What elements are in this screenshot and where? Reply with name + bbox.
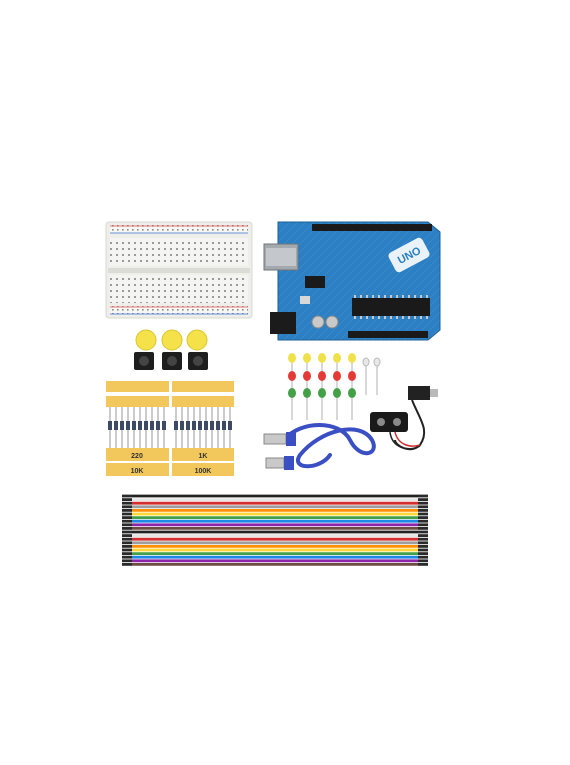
microcontroller-chip xyxy=(352,298,430,316)
jumper-wire-connector xyxy=(418,563,428,566)
jumper-wire-connector xyxy=(122,494,132,498)
jumper-wire-connector xyxy=(418,537,428,541)
jumper-wire-connector xyxy=(122,523,132,527)
jumper-wire-connector xyxy=(418,530,428,534)
arduino-uno-board: UNO xyxy=(263,221,441,341)
resistor-label-100k: 100K xyxy=(195,468,212,475)
jumper-wire-connector xyxy=(122,505,132,509)
jumper-wire-connector xyxy=(122,552,132,555)
jumper-wire-connector xyxy=(418,548,428,552)
jumper-wire-connector xyxy=(122,509,132,512)
jumper-wire-connector xyxy=(418,527,428,530)
jumper-wire-connector xyxy=(122,555,132,559)
leds xyxy=(288,353,381,420)
jumper-wire-connector xyxy=(122,501,132,505)
usb-cable xyxy=(263,423,376,470)
jumper-wire-connector xyxy=(418,498,428,501)
dc-jack xyxy=(270,312,296,334)
jumper-wire-connector xyxy=(122,541,132,545)
jumper-wire-connector xyxy=(418,519,428,523)
jumper-wire-connector xyxy=(122,512,132,516)
jumper-wire-connector xyxy=(418,509,428,512)
breadboard xyxy=(105,221,253,319)
jumper-wire-connector xyxy=(418,512,428,516)
jumper-wire-connector xyxy=(418,516,428,519)
jumper-wire-connector xyxy=(122,559,132,563)
jumper-wire-connector xyxy=(122,498,132,501)
jumper-wire-connector xyxy=(122,537,132,541)
jumper-wire-connector xyxy=(418,505,428,509)
jumper-wire-connector xyxy=(418,534,428,537)
jumper-wire-connector xyxy=(418,555,428,559)
jumper-wires xyxy=(122,494,428,566)
jumper-wire-connector xyxy=(418,494,428,498)
resistor-label-10k: 10K xyxy=(131,468,144,475)
jumper-wire-connector xyxy=(122,516,132,519)
battery-snap xyxy=(370,412,421,450)
jumper-wire-connector xyxy=(418,523,428,527)
push-buttons xyxy=(134,329,208,370)
uno-logo: UNO xyxy=(388,237,430,273)
resistor-label-1k: 1K xyxy=(199,453,208,460)
jumper-wire-connector xyxy=(122,527,132,530)
jumper-wire-connector xyxy=(122,519,132,523)
resistor-label-220: 220 xyxy=(131,453,143,460)
jumper-wire-connector xyxy=(418,501,428,505)
jumper-wire-connector xyxy=(122,563,132,566)
resistor-strips: 220 1K 10K 100K xyxy=(106,381,234,476)
jumper-wire-connector xyxy=(418,552,428,555)
jumper-wire-connector xyxy=(418,545,428,548)
jumper-wire-connector xyxy=(122,545,132,548)
jumper-wire-connector xyxy=(418,559,428,563)
jumper-wire-connector xyxy=(122,530,132,534)
jumper-wire-connector xyxy=(122,534,132,537)
jumper-wire-connector xyxy=(418,541,428,545)
jumper-wire-connector xyxy=(122,548,132,552)
